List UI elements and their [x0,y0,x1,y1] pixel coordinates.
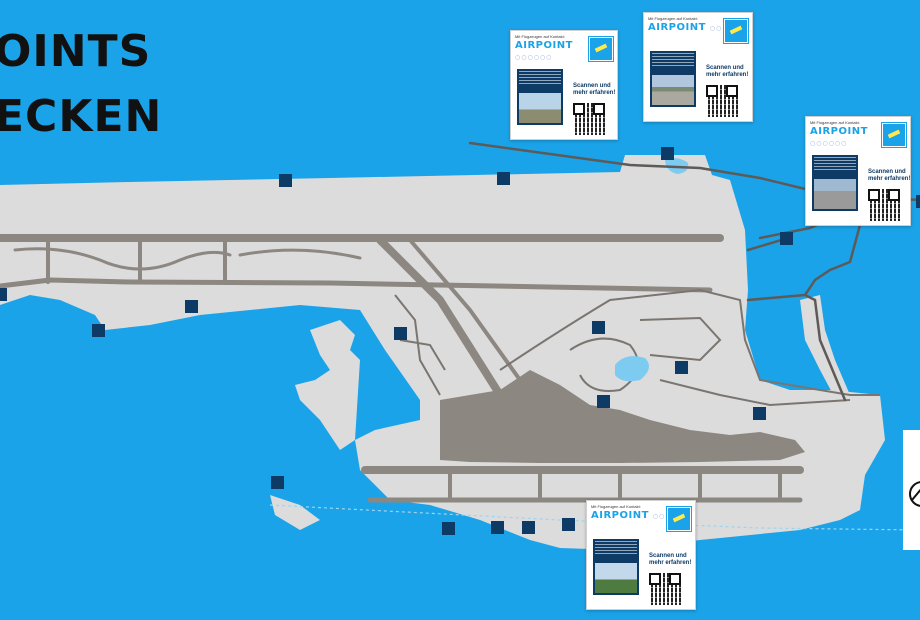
poster-brand: AIRPOINT ○○○○○○ [515,40,573,61]
airpoint-poster-3[interactable]: Mit Flugzeugen auf Kontakt: AIRPOINT ○○○… [805,116,911,226]
land-bottom-left [270,495,320,530]
marker[interactable] [780,232,793,245]
marker[interactable] [497,172,510,185]
marker[interactable] [0,288,7,301]
page-title-line-1: OINTS [0,26,152,77]
marker[interactable] [562,518,575,531]
marker[interactable] [491,521,504,534]
road-east [659,379,851,407]
lake [615,356,649,382]
poster-scan-text: Scannen und mehr erfahren! [573,83,616,96]
poster-photo [595,563,637,593]
airpoint-markers [0,147,920,535]
marker[interactable] [394,327,407,340]
land-right-strip [800,295,850,398]
road-east-link [746,236,807,302]
marker[interactable] [675,361,688,374]
road-perimeter [499,288,880,396]
poster-header: Mit Flugzeugen auf Kontakt: [810,120,860,125]
marker[interactable] [916,195,920,208]
runways [0,234,804,503]
marker[interactable] [442,522,455,535]
marker[interactable] [92,324,105,337]
plane-badge-icon [724,19,748,43]
road-ne-junction [758,213,862,402]
taxiway-loops [13,247,362,271]
marker[interactable] [661,147,674,160]
poster-brand: AIRPOINT ○○○○○○ [810,126,868,147]
poster-photo [519,93,561,123]
poster-photo [652,75,694,105]
apron [440,370,805,463]
poster-header: Mit Flugzeugen auf Kontakt: [515,34,565,39]
poster-header: Mit Flugzeugen auf Kontakt: [648,16,698,21]
taxiway-diagonal [408,238,522,382]
circle-icon-stroke [911,488,920,501]
plane-badge-icon [589,37,613,61]
poster-info-panel [517,69,563,125]
page-title-line-2: ECKEN [0,91,163,142]
qr-code-icon[interactable] [649,573,681,605]
marker[interactable] [271,476,284,489]
plane-badge-icon [667,507,691,531]
poster-info-panel [650,51,696,107]
land-main [0,155,885,550]
marker[interactable] [279,174,292,187]
poster-scan-text: Scannen und mehr erfahren! [868,169,911,182]
qr-code-icon[interactable] [573,103,605,135]
circle-icon [909,481,920,507]
marker[interactable] [597,395,610,408]
plane-badge-icon [882,123,906,147]
poster-photo [814,179,856,209]
marker[interactable] [522,521,535,534]
airpoint-poster-4[interactable]: Mit Flugzeugen auf Kontakt: AIRPOINT ○○○… [586,500,696,610]
qr-code-icon[interactable] [706,85,738,117]
runway-diagonal [376,236,504,399]
airpoint-poster-2[interactable]: Mit Flugzeugen auf Kontakt: AIRPOINT ○○○… [643,12,753,122]
land-area [0,155,885,550]
taxiway-connectors [46,240,782,502]
marker[interactable] [753,407,766,420]
taxiway-north [0,277,713,293]
marker[interactable] [592,321,605,334]
pier-left [295,320,360,450]
poster-info-panel [593,539,639,595]
poster-header: Mit Flugzeugen auf Kontakt: [591,504,641,509]
poster-scan-text: Scannen und mehr erfahren! [706,65,749,78]
airpoint-poster-1[interactable]: Mit Flugzeugen auf Kontakt: AIRPOINT ○○○… [510,30,618,140]
poster-info-panel [812,155,858,211]
qr-code-icon[interactable] [868,189,900,221]
marker[interactable] [185,300,198,313]
poster-scan-text: Scannen und mehr erfahren! [649,553,692,566]
